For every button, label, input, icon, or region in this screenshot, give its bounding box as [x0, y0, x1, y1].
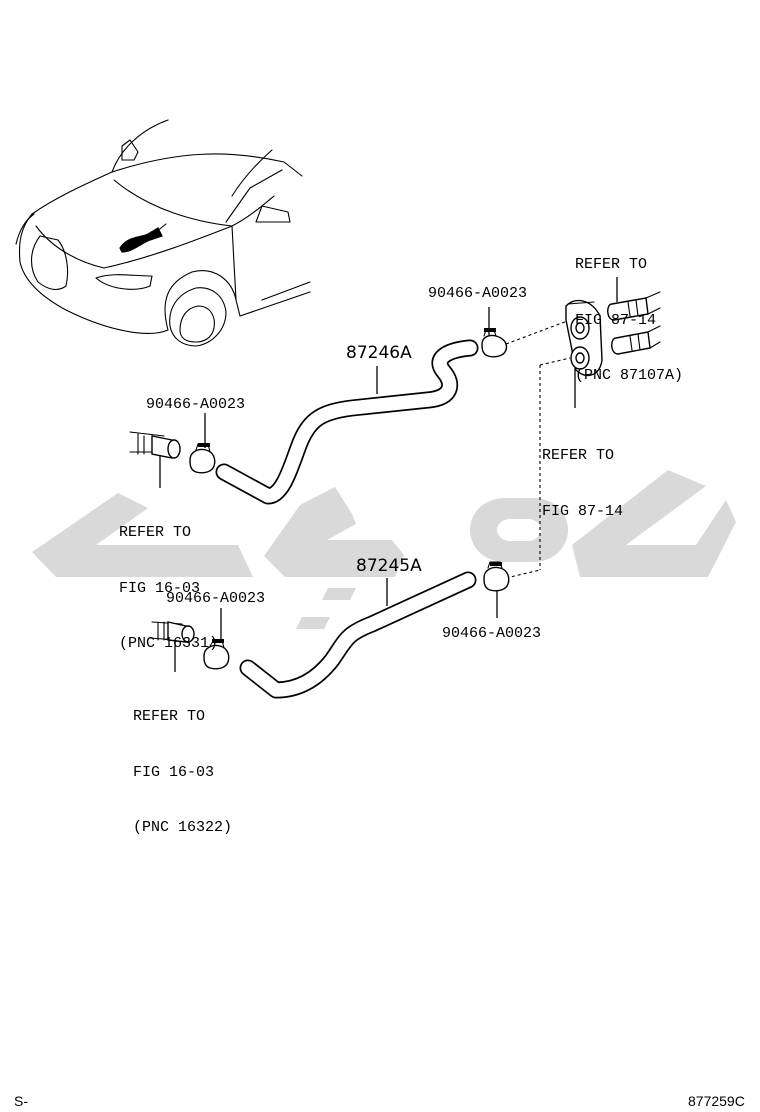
clamp-label-left-lower: 90466-A0023: [166, 590, 266, 607]
footer-code-left: S-: [14, 1093, 28, 1109]
watermark-logo: [32, 470, 736, 629]
watermark-shape-ring: [470, 498, 568, 562]
clamp-label-left-upper: 90466-A0023: [146, 396, 246, 413]
connector-block-icon: [565, 299, 603, 377]
clamp-left-lower-icon: [203, 639, 230, 670]
refer-note-line: FIG 16-03: [119, 579, 201, 597]
refer-note-line: (PNC 16331): [119, 635, 219, 652]
refer-note-line: (PNC 16322): [133, 819, 233, 836]
part-number-87245a: 87245A: [356, 556, 422, 576]
clamp-label-bottom-right: 90466-A0023: [442, 625, 542, 642]
pipe-stub-left-lower-icon: [149, 621, 195, 643]
refer-note-left-lower: REFER TO FIG 16-03 (PNC 16322): [133, 671, 232, 856]
refer-note-line: REFER TO: [575, 256, 648, 273]
dashed-guides: [505, 319, 571, 579]
refer-note-left-upper: REFER TO FIG 16-03 (PNC 16331): [119, 487, 218, 672]
clamp-label-top: 90466-A0023: [428, 285, 528, 302]
watermark-shape-left: [32, 493, 253, 577]
watermark-shape-mid: [264, 487, 404, 577]
leader-lines: [159, 277, 618, 672]
refer-note-top-right: REFER TO FIG 87-14 (PNC 87107A): [575, 219, 683, 404]
clamp-left-upper-icon: [189, 443, 216, 474]
pipe-stub-left-upper-icon: [129, 431, 181, 459]
footer-code-right: 877259C: [688, 1093, 745, 1109]
hose-87245a: [239, 571, 477, 699]
hose-87246a: [215, 339, 479, 505]
refer-note-line: REFER TO: [542, 447, 615, 464]
refer-note-line: REFER TO: [119, 524, 192, 541]
part-number-87246a: 87246A: [346, 343, 412, 363]
refer-note-line: (PNC 87107A): [575, 367, 684, 384]
car-illustration: [15, 119, 311, 347]
refer-note-line: REFER TO: [133, 708, 206, 725]
refer-note-mid-right: REFER TO FIG 87-14: [542, 410, 623, 540]
refer-note-line: FIG 87-14: [542, 502, 624, 520]
clamp-bottom-right-icon: [483, 561, 510, 592]
refer-note-line: FIG 16-03: [133, 763, 215, 781]
watermark-dots: [296, 588, 356, 629]
pipe-stub-right-upper-icon: [607, 291, 661, 321]
clamp-top-icon: [481, 328, 508, 358]
pipe-stub-right-lower-icon: [611, 325, 661, 355]
refer-note-line: FIG 87-14: [575, 311, 657, 329]
watermark-shape-right: [572, 470, 736, 577]
